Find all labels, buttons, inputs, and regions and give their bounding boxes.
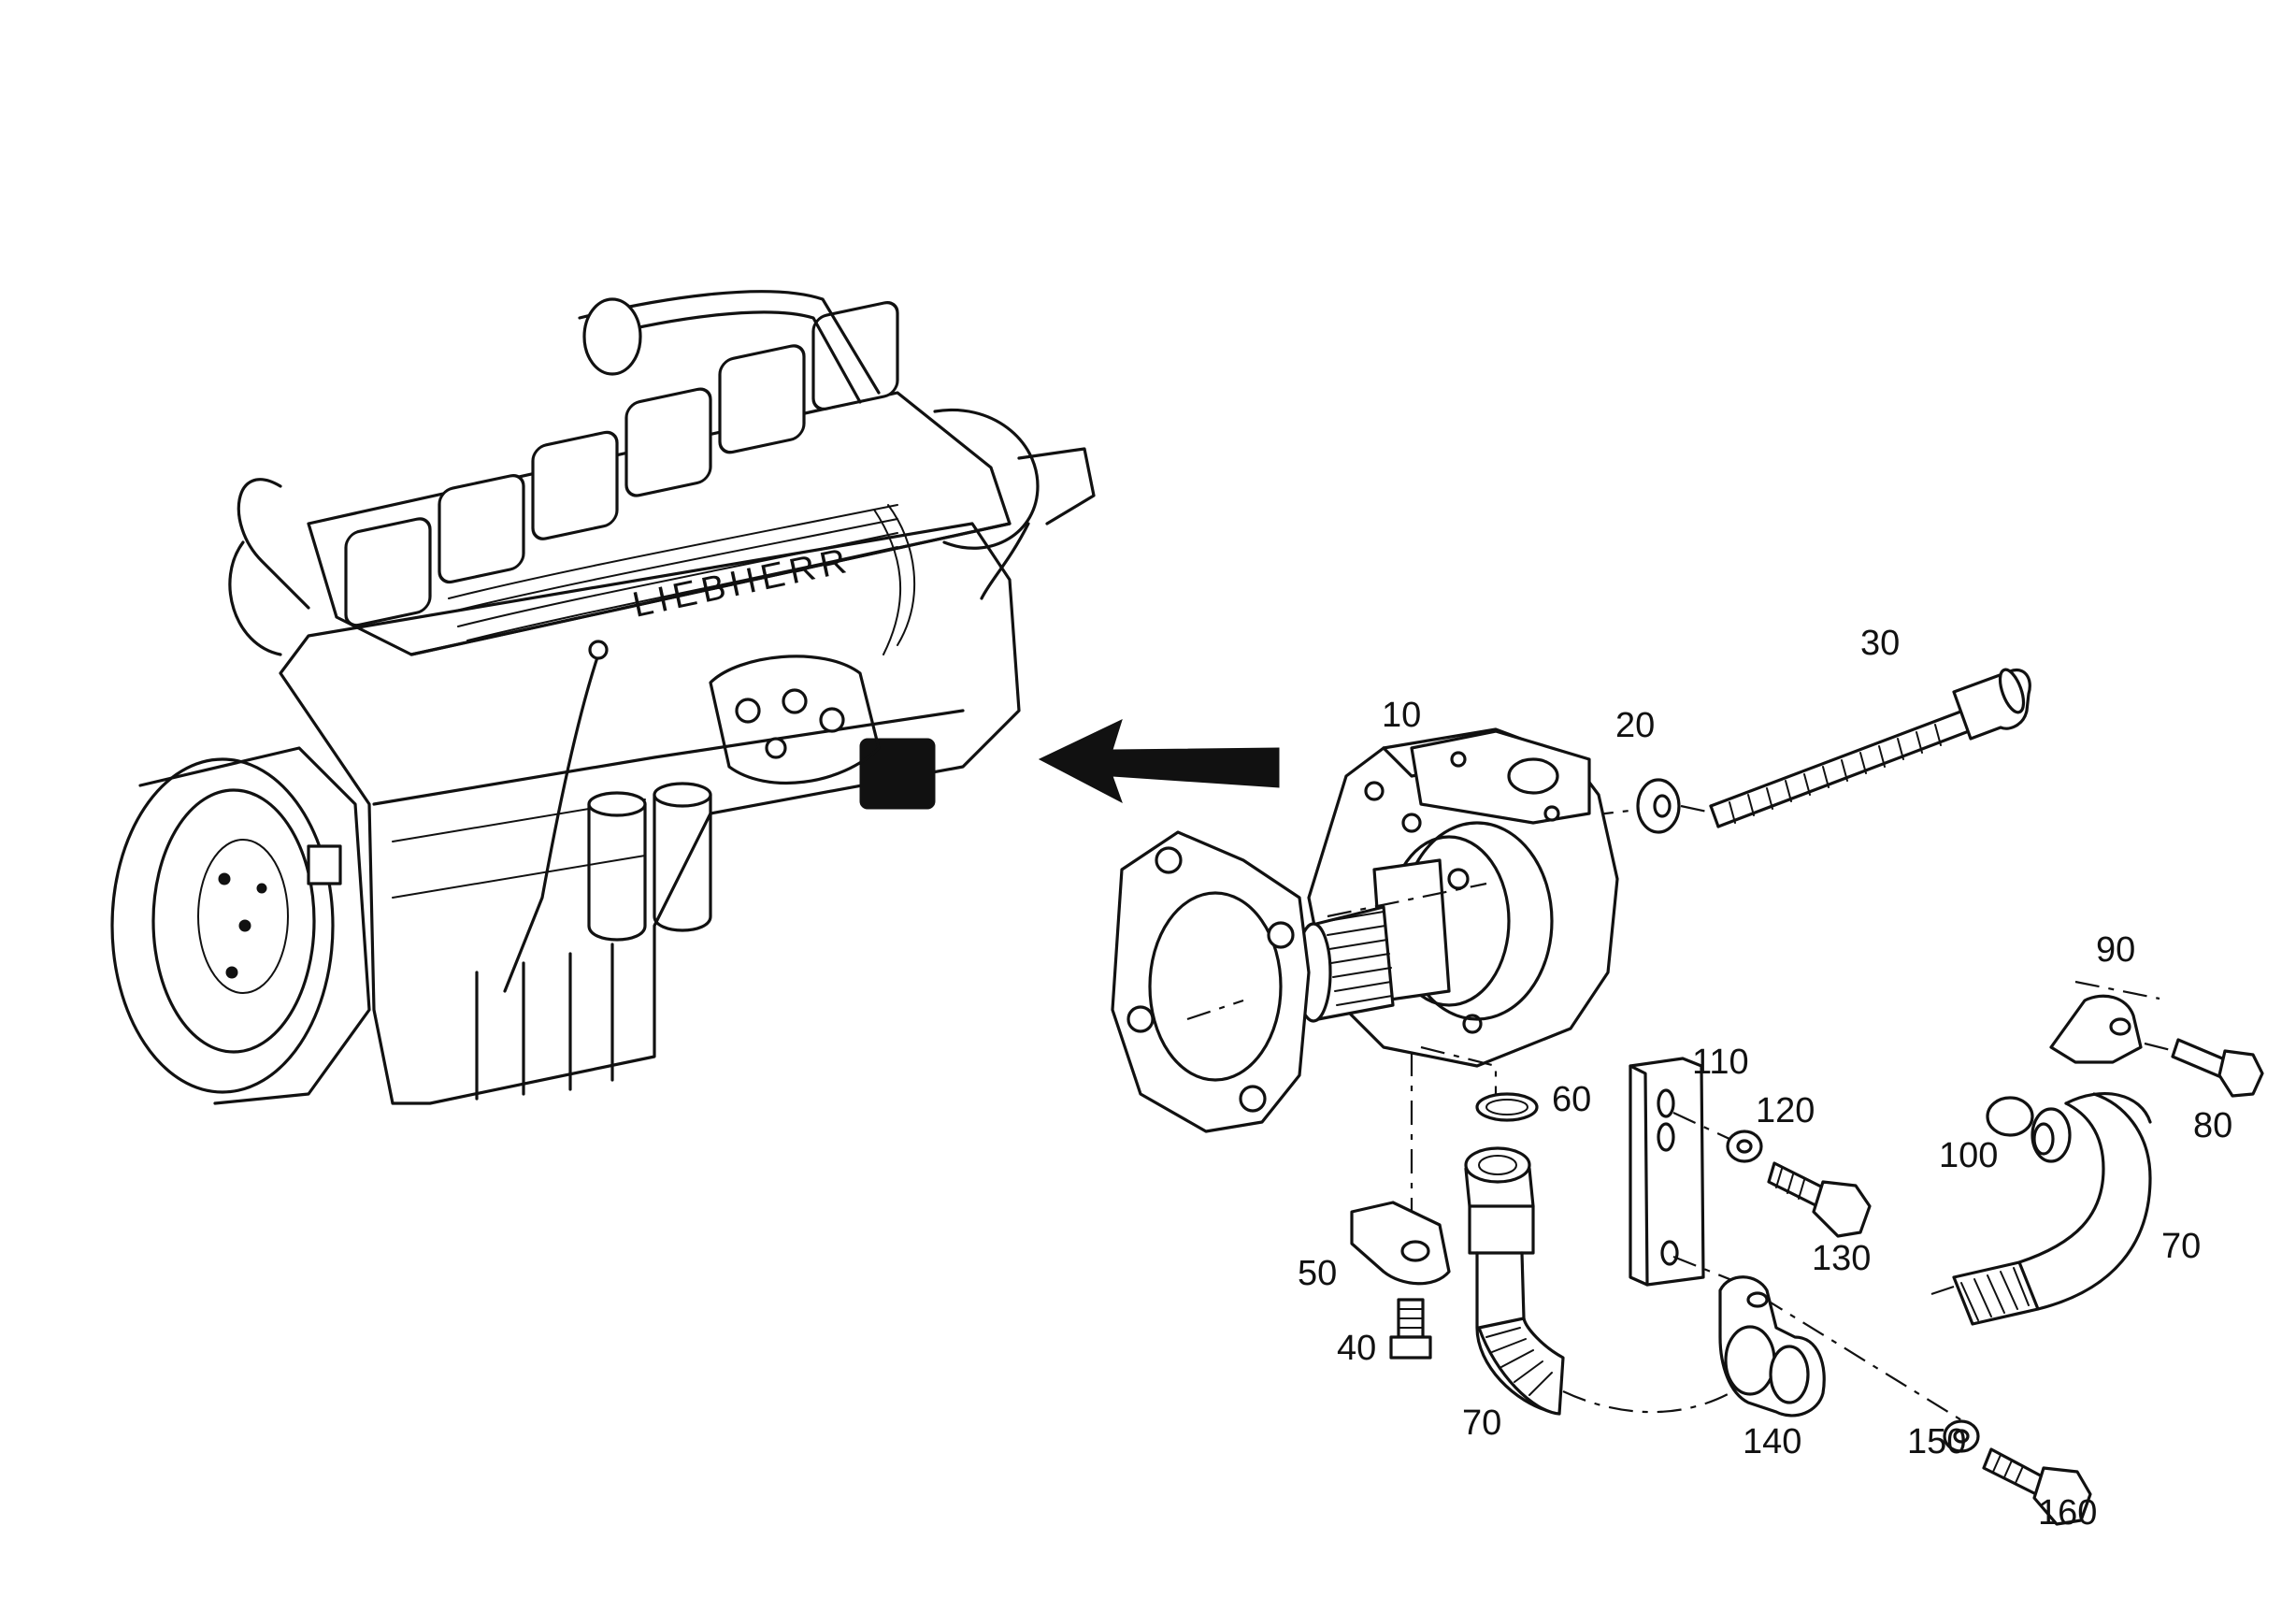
part-130-bolt — [1767, 1161, 1872, 1238]
injection-pump — [709, 655, 881, 784]
fuel-injection-lines — [448, 504, 916, 655]
flywheel-housing — [110, 746, 371, 1105]
callout-30: 30 — [1860, 624, 1900, 663]
callout-140: 140 — [1743, 1422, 1801, 1461]
callout-90: 90 — [2096, 930, 2135, 970]
cylinder-head: LIEBHERR — [307, 300, 1012, 656]
intake-pipe — [228, 290, 1096, 656]
assembly-line-pump-to-clamp — [1420, 1045, 1498, 1103]
callout-70-right: 70 — [2161, 1227, 2201, 1266]
engine-badge: LIEBHERR — [629, 540, 855, 626]
callout-160: 160 — [2038, 1493, 2097, 1533]
part-70-suction-pipe-left — [1464, 1146, 1758, 1416]
part-70-pressure-pipe-right — [1930, 1092, 2152, 1326]
callout-50: 50 — [1298, 1254, 1337, 1293]
part-20-washer — [1588, 778, 1708, 834]
part-10-hydraulic-pump — [1307, 727, 1619, 1068]
callout-80: 80 — [2193, 1106, 2232, 1145]
engine-illustration: LIEBHERR — [110, 290, 1096, 1105]
part-40-bolt — [1389, 1298, 1432, 1360]
callout-110: 110 — [1692, 1043, 1749, 1082]
callout-60: 60 — [1552, 1080, 1591, 1119]
oil-filters — [503, 640, 712, 993]
part-100-o-ring — [1986, 1096, 2034, 1137]
part-140-pipe-clamp — [1718, 1275, 1826, 1418]
callout-100: 100 — [1939, 1136, 1998, 1175]
pump-flange-gasket — [1111, 830, 1311, 1133]
part-120-washer — [1726, 1130, 1763, 1163]
callout-10: 10 — [1382, 696, 1421, 735]
callout-70-left: 70 — [1462, 1403, 1501, 1443]
part-80-bolt — [2144, 1038, 2264, 1098]
pump-drive-spline — [1295, 905, 1395, 1023]
callout-120: 120 — [1756, 1091, 1815, 1130]
callout-40: 40 — [1337, 1329, 1376, 1368]
part-150-washer — [1943, 1419, 1980, 1453]
engine-block — [279, 522, 1021, 1105]
part-160-bolt — [1982, 1447, 2092, 1526]
part-110-mounting-plate — [1629, 1057, 1964, 1422]
direction-arrow — [1038, 719, 1280, 804]
part-60-o-ring — [1475, 1092, 1539, 1122]
callout-150: 150 — [1907, 1422, 1966, 1461]
part-callout-labels: 10 20 30 40 50 60 70 70 80 90 100 110 12… — [1298, 624, 2232, 1533]
callout-20: 20 — [1615, 706, 1655, 745]
callout-130: 130 — [1812, 1239, 1871, 1278]
part-50-pipe-clamp — [1350, 1201, 1451, 1286]
parts-exploded-view — [1111, 668, 2264, 1526]
part-90-flange-clamp — [2049, 980, 2160, 1064]
part-30-long-bolt — [1709, 668, 2031, 828]
